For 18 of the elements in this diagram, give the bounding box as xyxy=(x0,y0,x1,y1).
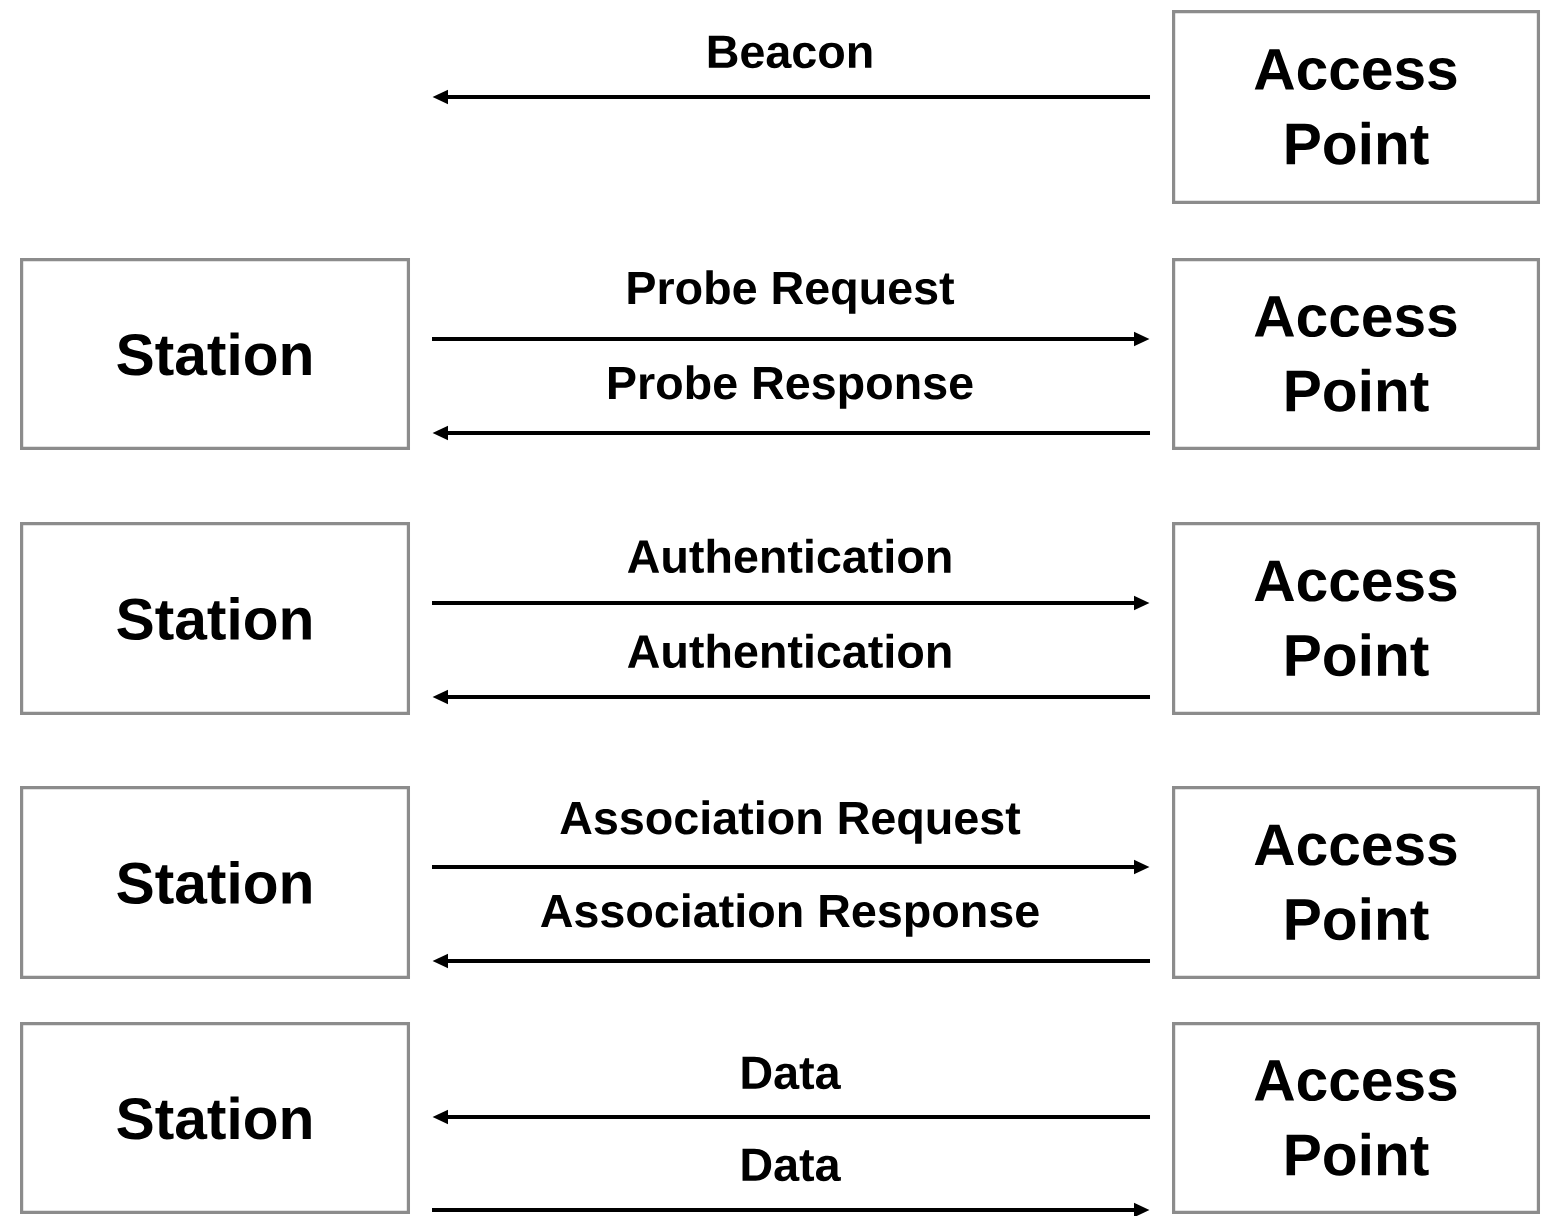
box: Station xyxy=(20,522,410,715)
edge-label: Data xyxy=(738,1055,842,1091)
edge-label: Probe Request xyxy=(624,268,956,316)
box: Station xyxy=(20,257,410,450)
box: Access Point xyxy=(1172,786,1540,979)
box: Station xyxy=(20,786,410,979)
edge-label: Probe Response xyxy=(604,363,976,411)
edge-label: Data xyxy=(738,1147,842,1183)
box: Access Point xyxy=(1172,257,1540,450)
box: Access Point xyxy=(1172,10,1540,204)
edge-label: Beacon xyxy=(704,34,876,70)
box: Access Point xyxy=(1172,522,1540,715)
edge-label: Authentication xyxy=(625,632,955,670)
edge-label: Authentication xyxy=(625,537,955,575)
edge-label: Association Request xyxy=(557,798,1023,846)
box: Access Point xyxy=(1172,1022,1540,1214)
box: Station xyxy=(20,1022,410,1214)
edge-label: Association Response xyxy=(538,891,1042,939)
